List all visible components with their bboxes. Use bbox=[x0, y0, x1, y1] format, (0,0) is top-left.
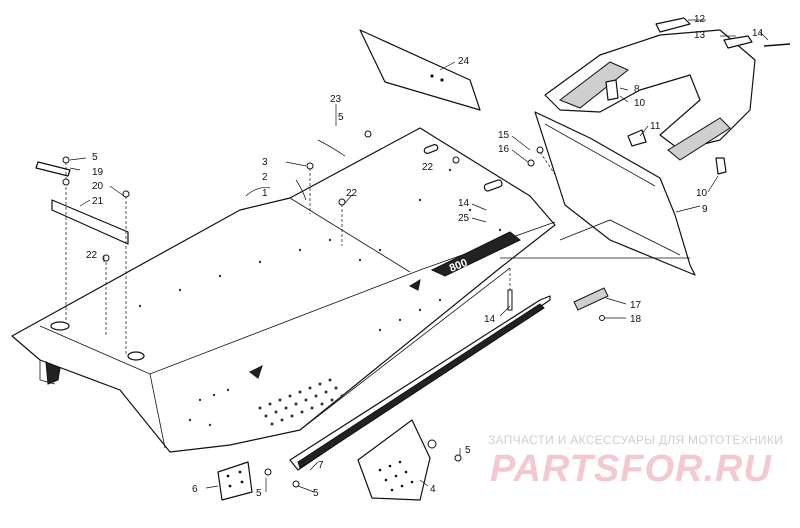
callout-13: 13 bbox=[694, 30, 706, 41]
snow-flap bbox=[359, 29, 481, 111]
callout-15: 15 bbox=[498, 130, 510, 141]
callout-4: 4 bbox=[430, 484, 436, 495]
rear-skid-plate bbox=[534, 111, 727, 276]
callout-20: 20 bbox=[92, 181, 104, 192]
callout-16: 16 bbox=[498, 144, 510, 155]
tunnel-vent-holes bbox=[138, 168, 502, 427]
callout-14b: 14 bbox=[458, 198, 470, 209]
watermark-logo: PARTSFOR.RU bbox=[490, 448, 772, 490]
running-board-trim bbox=[289, 295, 551, 471]
callout-14a: 14 bbox=[752, 28, 764, 39]
callout-18: 18 bbox=[630, 314, 642, 325]
callout-8: 8 bbox=[634, 84, 640, 95]
watermark-tagline: ЗАПЧАСТИ И АКСЕССУАРЫ ДЛЯ МОТОТЕХНИКИ bbox=[488, 433, 784, 447]
callout-22a: 22 bbox=[86, 250, 98, 261]
callout-14c: 14 bbox=[484, 314, 496, 325]
callout-3: 3 bbox=[262, 157, 268, 168]
leader-lines bbox=[69, 19, 769, 493]
callout-1: 1 bbox=[262, 188, 268, 199]
callout-9: 9 bbox=[702, 204, 708, 215]
backing-plate bbox=[217, 461, 253, 501]
callout-21: 21 bbox=[92, 196, 104, 207]
callout-6: 6 bbox=[192, 484, 198, 495]
callout-5a: 5 bbox=[92, 152, 98, 163]
callout-25: 25 bbox=[458, 213, 470, 224]
callout-5d: 5 bbox=[256, 488, 262, 499]
callout-19: 19 bbox=[92, 167, 104, 178]
callout-2: 2 bbox=[262, 172, 268, 183]
callout-17: 17 bbox=[630, 300, 642, 311]
callout-5e: 5 bbox=[313, 488, 319, 499]
callout-22b: 22 bbox=[346, 188, 358, 199]
callout-5b: 5 bbox=[338, 112, 344, 123]
tunnel-assembly: 800 bbox=[11, 127, 556, 453]
callout-11: 11 bbox=[650, 121, 661, 132]
footrest-bracket bbox=[357, 419, 431, 501]
callout-labels: 1 2 3 4 5 5 5 5 5 6 7 8 9 10 10 11 12 13… bbox=[86, 14, 764, 499]
callout-10b: 10 bbox=[696, 188, 708, 199]
small-brackets bbox=[35, 161, 609, 311]
callout-24: 24 bbox=[458, 56, 470, 67]
callout-5c: 5 bbox=[465, 445, 471, 456]
rear-bumper bbox=[544, 17, 756, 161]
callout-22c: 22 bbox=[422, 162, 434, 173]
callout-12: 12 bbox=[694, 14, 706, 25]
callout-7: 7 bbox=[318, 460, 324, 471]
fasteners bbox=[62, 43, 791, 488]
callout-23: 23 bbox=[330, 94, 342, 105]
callout-10a: 10 bbox=[634, 98, 646, 109]
